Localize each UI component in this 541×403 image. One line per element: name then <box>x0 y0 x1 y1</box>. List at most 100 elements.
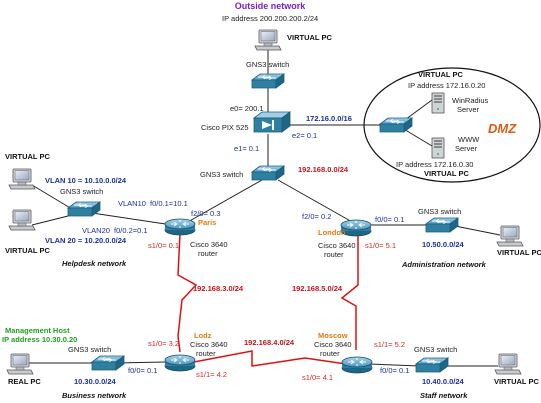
helpdesk-vlan20-net: VLAN 20 = 10.20.0.0/24 <box>45 236 127 245</box>
dmz-virtual-pc-top-label: VIRTUAL PC <box>418 70 463 79</box>
core-switch-icon[interactable] <box>251 165 285 181</box>
staff-switch-label: GNS3 switch <box>414 345 457 354</box>
diagram-title: Outside network <box>235 1 307 11</box>
dmz-ip-bottom-label: IP address 172.16.0.30 <box>396 160 473 169</box>
dmz-ip-top-label: IP address 172.16.0.20 <box>408 81 485 90</box>
paris-f01-label: f0/0.1=10.1 <box>150 199 188 208</box>
paris-model-label-2: router <box>198 249 218 258</box>
link-core-london <box>277 179 355 224</box>
serial-london-moscow <box>340 234 359 350</box>
link-paris-helpdesk-switch <box>91 212 173 226</box>
link-lodz-business-switch <box>117 361 166 364</box>
serial-links <box>177 233 359 367</box>
dmz-switch-icon[interactable] <box>379 117 413 133</box>
moscow-model-label-1: Cisco 3640 <box>314 340 352 349</box>
serial-paris-lodz-net: 192.168.3.0/24 <box>193 284 244 293</box>
london-s10-label: s1/0= 5.1 <box>365 241 396 250</box>
helpdesk-pc-bottom-label: VIRTUAL PC <box>5 246 50 255</box>
moscow-s11-label: s1/1= 5.2 <box>374 340 405 349</box>
lodz-model-label-1: Cisco 3640 <box>190 340 228 349</box>
staff-pc-label: VIRTUAL PC <box>494 377 539 386</box>
admin-network-label: Administration network <box>401 260 487 269</box>
paris-name-label: Paris <box>198 218 216 227</box>
moscow-f00-label: f0/0= 0.1 <box>380 366 409 375</box>
lodz-s11-label: s1/1= 4.2 <box>196 370 227 379</box>
helpdesk-pc-bottom-icon[interactable] <box>8 209 36 231</box>
dmz-virtual-pc-bottom-label: VIRTUAL PC <box>424 169 469 178</box>
helpdesk-network-label: Helpdesk network <box>62 259 127 268</box>
paris-f02-label: f0/0.2=0.1 <box>114 226 148 235</box>
winradius-label-2: Server <box>457 105 480 114</box>
outside-pc-label: VIRTUAL PC <box>287 33 332 42</box>
admin-switch-icon[interactable] <box>425 217 459 233</box>
helpdesk-vlan10-label: VLAN10 <box>118 199 146 208</box>
core-net-label: 192.168.0.0/24 <box>298 165 349 174</box>
business-switch-label: GNS3 switch <box>68 345 111 354</box>
mgmt-host-ip: IP address 10.30.0.20 <box>2 335 77 344</box>
real-pc-label: REAL PC <box>8 377 41 386</box>
lodz-s10-label: s1/0= 3.2 <box>148 339 179 348</box>
business-net-label: 10.30.0.0/24 <box>74 377 117 386</box>
helpdesk-vlan10-net: VLAN 10 = 10.10.0.0/24 <box>45 176 127 185</box>
link-core-paris <box>185 179 263 224</box>
staff-network-label: Staff network <box>420 391 468 400</box>
london-model-label-2: router <box>324 250 344 259</box>
moscow-s10-label: s1/0= 4.1 <box>302 373 333 382</box>
staff-pc-icon[interactable] <box>494 353 522 375</box>
winradius-label-1: WinRadius <box>452 96 489 105</box>
firewall-e0-label: e0= 200.1 <box>230 104 264 113</box>
real-pc-icon[interactable] <box>6 353 34 375</box>
staff-switch-icon[interactable] <box>415 357 449 373</box>
serial-lodz-moscow-net: 192.168.4.0/24 <box>244 338 295 347</box>
firewall-icon[interactable] <box>252 111 292 133</box>
moscow-router-icon[interactable] <box>341 356 373 374</box>
business-switch-icon[interactable] <box>91 355 125 371</box>
staff-net-label: 10.40.0.0/24 <box>422 377 465 386</box>
london-model-label-1: Cisco 3640 <box>318 241 356 250</box>
admin-pc-label: VIRTUAL PC <box>497 248 541 257</box>
paris-f20-label: f2/0= 0.3 <box>191 209 220 218</box>
london-f20-label: f2/0= 0.2 <box>302 212 331 221</box>
outside-switch-icon[interactable] <box>251 73 285 89</box>
helpdesk-pc-top-icon[interactable] <box>8 168 36 190</box>
paris-s10-label: s1/0= 0.1 <box>148 241 179 250</box>
link-helpdesk-pc-bottom <box>31 214 73 226</box>
london-f00-label: f0/0= 0.1 <box>375 215 404 224</box>
www-server-icon[interactable] <box>431 137 445 159</box>
outside-virtual-pc-icon[interactable] <box>254 29 282 51</box>
outside-switch-label: GNS3 switch <box>246 60 289 69</box>
firewall-name-label: Cisco PIX 525 <box>201 123 249 132</box>
business-network-label: Business network <box>62 391 127 400</box>
london-router-icon[interactable] <box>340 219 372 237</box>
link-dmz-switch-www <box>401 127 433 147</box>
helpdesk-switch-label: GNS3 switch <box>60 187 103 196</box>
winradius-server-icon[interactable] <box>431 92 445 114</box>
admin-switch-label: GNS3 switch <box>418 207 461 216</box>
serial-paris-lodz <box>177 233 198 353</box>
mgmt-host-title: Management Host <box>5 326 70 335</box>
firewall-e2-label: e2= 0.1 <box>292 131 317 140</box>
helpdesk-pc-top-label: VIRTUAL PC <box>5 152 50 161</box>
paris-router-icon[interactable] <box>164 218 196 236</box>
paris-model-label-1: Cisco 3640 <box>190 240 228 249</box>
lodz-model-label-2: router <box>196 349 216 358</box>
dmz-label: DMZ <box>488 121 517 136</box>
admin-net-label: 10.50.0.0/24 <box>422 240 465 249</box>
ethernet-links <box>28 50 501 367</box>
lodz-f00-label: f0/0= 0.1 <box>128 366 157 375</box>
serial-london-moscow-net: 192.168.5.0/24 <box>292 284 343 293</box>
london-name-label: London <box>318 228 346 237</box>
serial-lodz-moscow <box>193 350 347 367</box>
core-switch-label: GNS3 switch <box>200 170 243 179</box>
admin-pc-icon[interactable] <box>496 225 524 247</box>
lodz-router-icon[interactable] <box>164 354 196 372</box>
dmz-net-label: 172.16.0.0/16 <box>306 114 352 123</box>
dmz-zone <box>363 67 541 183</box>
link-helpdesk-pc-top <box>31 184 73 210</box>
lodz-name-label: Lodz <box>194 331 212 340</box>
link-admin-switch-pc <box>449 224 501 236</box>
moscow-model-label-2: router <box>320 349 340 358</box>
helpdesk-switch-icon[interactable] <box>67 201 101 217</box>
www-label-2: Server <box>455 144 478 153</box>
